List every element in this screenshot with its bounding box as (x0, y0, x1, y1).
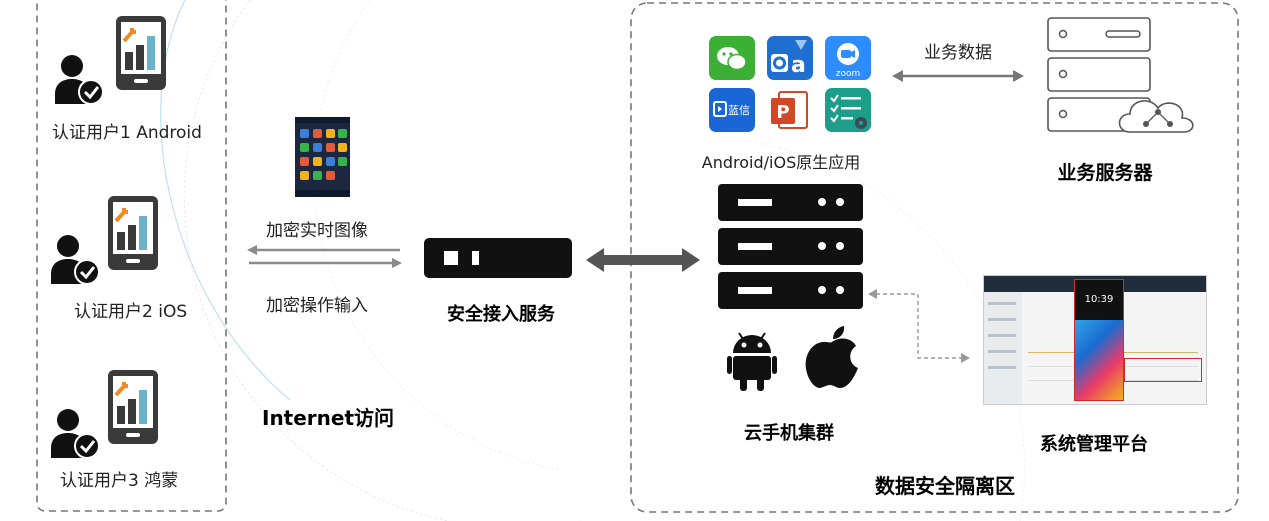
task-app-icon (825, 88, 871, 132)
wechat-app-icon (709, 36, 755, 80)
business-data-label: 业务数据 (924, 43, 992, 63)
user-3-icon (51, 370, 158, 458)
encrypted-input-label: 加密操作输入 (266, 296, 368, 316)
admin-platform-label: 系统管理平台 (1040, 434, 1148, 455)
user-3-label: 认证用户3 鸿蒙 (60, 471, 179, 491)
admin-platform-screenshot: 10:39 (983, 275, 1207, 405)
user-2-icon (51, 196, 158, 284)
svg-text:蓝信: 蓝信 (728, 104, 750, 117)
gateway-device-icon (424, 238, 572, 278)
gateway-cluster-arrow (586, 248, 700, 272)
lanxin-app-icon: 蓝信 (709, 88, 755, 132)
apple-icon (805, 326, 858, 388)
powerpoint-app-icon: P (767, 88, 813, 132)
gateway-label: 安全接入服务 (447, 304, 555, 325)
user-1-icon (55, 16, 166, 104)
internet-label: Internet访问 (262, 406, 395, 430)
admin-connector-dashed-arrow (868, 289, 970, 363)
business-server-label: 业务服务器 (1057, 162, 1153, 184)
zoom-app-icon: zoom (825, 36, 871, 80)
user-2-label: 认证用户2 iOS (74, 302, 188, 322)
svg-text:P: P (776, 102, 789, 123)
svg-text:a: a (791, 53, 806, 78)
zone-label: 数据安全隔离区 (875, 474, 1015, 498)
business-data-arrow (892, 70, 1024, 82)
double-arrow-client (247, 245, 402, 268)
native-apps-caption: Android/iOS原生应用 (701, 153, 861, 172)
oa-app-icon: a (767, 36, 813, 80)
user-1-label: 认证用户1 Android (52, 123, 202, 143)
svg-text:zoom: zoom (836, 69, 861, 79)
encrypted-image-label: 加密实时图像 (266, 221, 368, 241)
cloud-cluster-label: 云手机集群 (744, 423, 834, 444)
phone-screen-time: 10:39 (1084, 294, 1114, 305)
business-server-icon (1047, 17, 1194, 133)
phone-screen-thumbnail (295, 117, 350, 197)
user-zone-border (36, 0, 227, 512)
android-icon (727, 332, 777, 391)
cloud-cluster-server-icon (718, 184, 863, 309)
